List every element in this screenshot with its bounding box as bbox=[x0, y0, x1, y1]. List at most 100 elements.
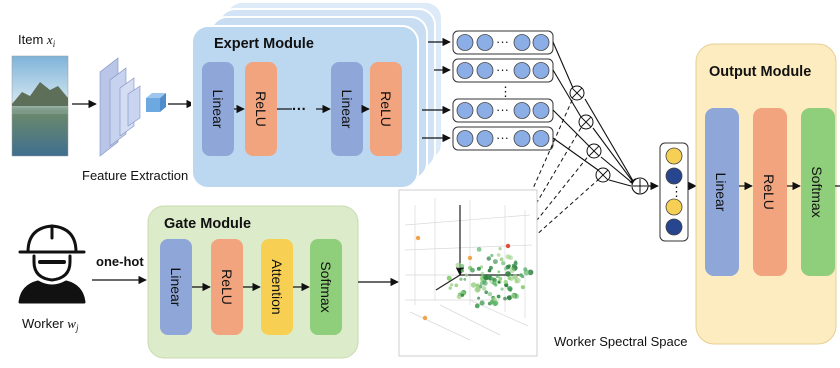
expert-vector-3: ··· bbox=[452, 98, 554, 123]
scatter-point bbox=[492, 280, 497, 286]
gate-softmax-block bbox=[310, 239, 342, 335]
item-image bbox=[11, 55, 69, 157]
scatter-point bbox=[474, 286, 481, 293]
scatter-point bbox=[450, 283, 454, 287]
gate-module-title: Gate Module bbox=[164, 216, 251, 232]
vector-ellipsis-3: ··· bbox=[496, 102, 509, 117]
multiply-icon-4 bbox=[595, 167, 611, 183]
scatter-point bbox=[495, 274, 500, 278]
scatter-point bbox=[456, 294, 462, 300]
scatter-point bbox=[454, 283, 459, 288]
scatter-point bbox=[486, 256, 491, 261]
scatter-point-highlight bbox=[467, 255, 473, 261]
multiply-icon-2 bbox=[578, 114, 594, 130]
scatter-point bbox=[459, 277, 463, 281]
scatter-point bbox=[480, 271, 485, 276]
scatter-point bbox=[507, 276, 512, 281]
scatter-point bbox=[503, 296, 507, 301]
expert-module: Expert Module Linear ReLU ··· Linear ReL… bbox=[191, 1, 443, 189]
aggregated-vector-ellipsis: ⋮ bbox=[670, 184, 683, 199]
scatter-point bbox=[496, 294, 501, 299]
scatter-point bbox=[506, 295, 512, 301]
scatter-point bbox=[475, 283, 480, 288]
scatter-point bbox=[498, 276, 503, 281]
scatter-point bbox=[484, 275, 489, 281]
output-module: Output Module Linear ReLU Softmax bbox=[695, 43, 840, 345]
feature-extraction-label: Feature Extraction bbox=[82, 168, 188, 183]
routing-lines bbox=[552, 41, 637, 187]
scatter-point bbox=[504, 266, 508, 271]
scatter-point bbox=[446, 275, 452, 281]
expert-linear-block-1 bbox=[202, 62, 234, 156]
worker-icon bbox=[18, 224, 86, 304]
scatter-point bbox=[489, 299, 495, 305]
output-module-title: Output Module bbox=[709, 64, 811, 80]
multiply-icon-3 bbox=[586, 143, 602, 159]
multiply-nodes bbox=[569, 85, 611, 183]
gate-attention-block bbox=[261, 239, 293, 335]
vector-ellipsis-1: ··· bbox=[496, 34, 509, 49]
gate-attention-label: Attention bbox=[269, 259, 285, 314]
feature-extraction-icon bbox=[99, 57, 166, 157]
scatter-point bbox=[460, 293, 465, 297]
scatter-point bbox=[511, 263, 515, 267]
one-hot-label: one-hot bbox=[96, 254, 144, 269]
scatter-point bbox=[488, 265, 493, 270]
scatter-point bbox=[497, 280, 501, 284]
scatter-point bbox=[464, 273, 469, 277]
gate-linear-label: Linear bbox=[168, 268, 184, 307]
scatter-point-highlight bbox=[505, 243, 511, 249]
gate-module: Gate Module Linear ReLU Attention Softma… bbox=[147, 205, 359, 359]
spectral-scatter-points bbox=[415, 235, 534, 321]
scatter-point-highlight bbox=[422, 315, 428, 321]
spectral-space-caption: Worker Spectral Space bbox=[554, 334, 687, 349]
vectors-vertical-ellipsis: ⋮ bbox=[499, 84, 512, 99]
expert-vectors: ··· ··· ⋮ ··· ··· bbox=[452, 30, 554, 151]
expert-relu-block-1 bbox=[245, 62, 277, 156]
output-softmax-block bbox=[801, 108, 835, 276]
gate-linear-block bbox=[160, 239, 192, 335]
scatter-point bbox=[513, 261, 518, 266]
scatter-point bbox=[505, 271, 511, 277]
worker-label: Worker wj bbox=[22, 316, 79, 333]
item-label: Item xi bbox=[18, 32, 56, 49]
expert-relu-label-1: ReLU bbox=[253, 91, 269, 127]
output-softmax-label: Softmax bbox=[809, 166, 825, 217]
scatter-point bbox=[463, 278, 467, 281]
expert-relu-label-2: ReLU bbox=[378, 91, 394, 127]
scatter-point bbox=[496, 253, 501, 257]
scatter-point bbox=[498, 247, 502, 251]
scatter-point bbox=[500, 287, 504, 291]
scatter-point bbox=[455, 262, 462, 269]
scatter-point bbox=[509, 267, 515, 273]
expert-linear-label-2: Linear bbox=[339, 90, 355, 129]
expert-linear-label-1: Linear bbox=[210, 90, 226, 129]
scatter-point bbox=[474, 303, 480, 309]
sum-icon bbox=[631, 177, 649, 195]
scatter-point bbox=[519, 273, 523, 277]
spectral-space-plot bbox=[398, 189, 538, 357]
scatter-point bbox=[497, 270, 501, 274]
scatter-point bbox=[482, 280, 488, 286]
expert-ellipsis: ··· bbox=[292, 102, 307, 118]
gate-relu-label: ReLU bbox=[219, 269, 235, 305]
output-linear-label: Linear bbox=[713, 173, 729, 212]
scatter-point bbox=[476, 266, 481, 271]
scatter-point bbox=[514, 279, 519, 284]
scatter-point bbox=[476, 247, 482, 252]
scatter-point bbox=[470, 267, 475, 273]
scatter-point bbox=[481, 286, 487, 291]
gate-relu-block bbox=[211, 239, 243, 335]
expert-vector-1: ··· bbox=[452, 30, 554, 55]
gate-softmax-label: Softmax bbox=[318, 261, 334, 312]
scatter-point bbox=[484, 290, 489, 295]
expert-linear-block-2 bbox=[331, 62, 363, 156]
scatter-point bbox=[477, 296, 481, 300]
vector-ellipsis-2: ··· bbox=[496, 62, 509, 77]
scatter-point bbox=[505, 254, 511, 260]
scatter-point bbox=[520, 285, 526, 290]
scatter-point bbox=[479, 300, 485, 306]
expert-relu-block-2 bbox=[370, 62, 402, 156]
scatter-point bbox=[510, 293, 516, 299]
